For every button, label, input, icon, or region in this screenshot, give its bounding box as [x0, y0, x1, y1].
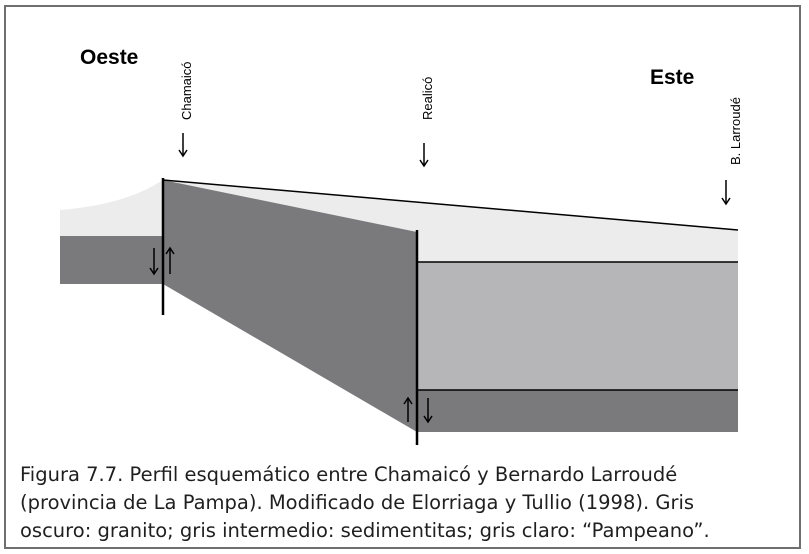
- chamaico-label: Chamaicó: [179, 61, 194, 120]
- east-label: Este: [650, 66, 694, 89]
- granite-tilted-block: [163, 180, 417, 432]
- caption-line-1: Figura 7.7. Perfil esquemático entre Cha…: [20, 463, 678, 486]
- pampeano-left-block: [60, 180, 163, 236]
- caption-line-3: oscuro: granito; gris intermedio: sedime…: [20, 519, 710, 542]
- granite-left-block: [60, 236, 163, 284]
- chamaico-arrow: [178, 133, 188, 158]
- larroude-arrow: [721, 180, 731, 206]
- fault-arrows-realico: [403, 396, 433, 424]
- fault-arrows-chamaico: [149, 246, 175, 276]
- granite-right-block: [417, 390, 738, 432]
- realico-label: Realicó: [420, 77, 435, 120]
- west-label: Oeste: [80, 46, 138, 69]
- sediment-right-block: [417, 262, 738, 390]
- pampeano-upper-wedge: [163, 180, 738, 262]
- surface-line: [162, 179, 739, 231]
- larroude-label: B. Larroudé: [728, 97, 743, 165]
- caption-line-2: (provincia de La Pampa). Modificado de E…: [20, 491, 695, 514]
- realico-arrow: [419, 143, 429, 168]
- figure-caption: Figura 7.7. Perfil esquemático entre Cha…: [20, 461, 800, 545]
